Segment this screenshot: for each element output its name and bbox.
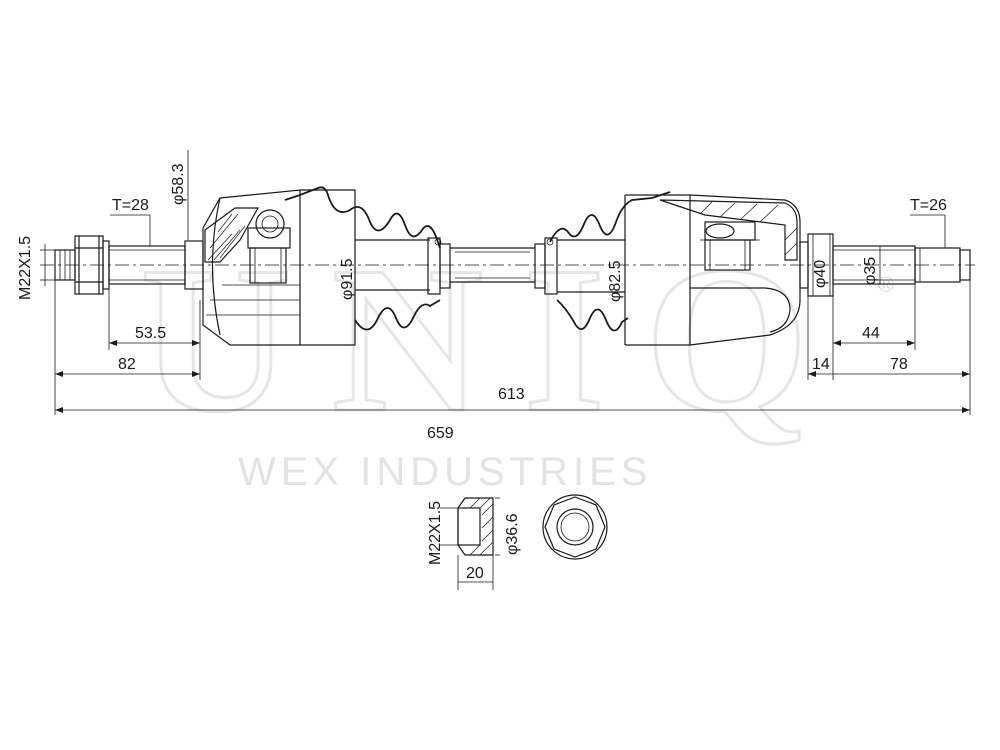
inner-stub <box>799 233 971 297</box>
dimension-labels: M22X1.5 T=28 φ58.3 φ91.5 53.5 82 φ82.5 T… <box>17 163 947 582</box>
inner-overall-label: 78 <box>890 356 908 373</box>
inner-cv-joint <box>625 194 801 346</box>
nut-width-label: 20 <box>466 565 484 582</box>
watermark-company: WEX INDUSTRIES <box>238 450 652 494</box>
outer-stub <box>54 235 204 295</box>
intermediate-shaft <box>450 247 535 283</box>
nut-detail <box>440 494 608 590</box>
outer-thread-label: M22X1.5 <box>17 236 34 300</box>
inner-teeth-label: T=26 <box>910 197 947 214</box>
watermark-logo: UNIQ <box>140 224 848 456</box>
inner-seal-dia-label: φ40 <box>812 260 829 288</box>
boot-small-dia-label: φ58.3 <box>170 163 187 205</box>
watermark: UNIQ WEX INDUSTRIES ® <box>139 223 895 495</box>
length-659-label: 659 <box>427 425 454 442</box>
outer-boot <box>284 186 451 346</box>
inner-boot <box>534 191 671 345</box>
inner-boot-dia-label: φ82.5 <box>607 260 624 302</box>
dimension-lines <box>40 150 971 415</box>
outer-cv-joint <box>202 189 301 346</box>
outer-teeth-label: T=28 <box>112 197 149 214</box>
nut-dia-label: φ36.6 <box>504 513 521 555</box>
inner-spline-len-label: 44 <box>862 325 880 342</box>
outer-spline-len-label: 53.5 <box>135 325 166 342</box>
outer-joint-dia-label: φ91.5 <box>339 258 356 300</box>
length-613-label: 613 <box>498 386 525 403</box>
inner-spline-dia-label: φ35 <box>862 257 879 285</box>
inner-flange-len-label: 14 <box>812 356 830 373</box>
outer-overall-label: 82 <box>118 356 136 373</box>
nut-thread-label: M22X1.5 <box>427 501 444 565</box>
